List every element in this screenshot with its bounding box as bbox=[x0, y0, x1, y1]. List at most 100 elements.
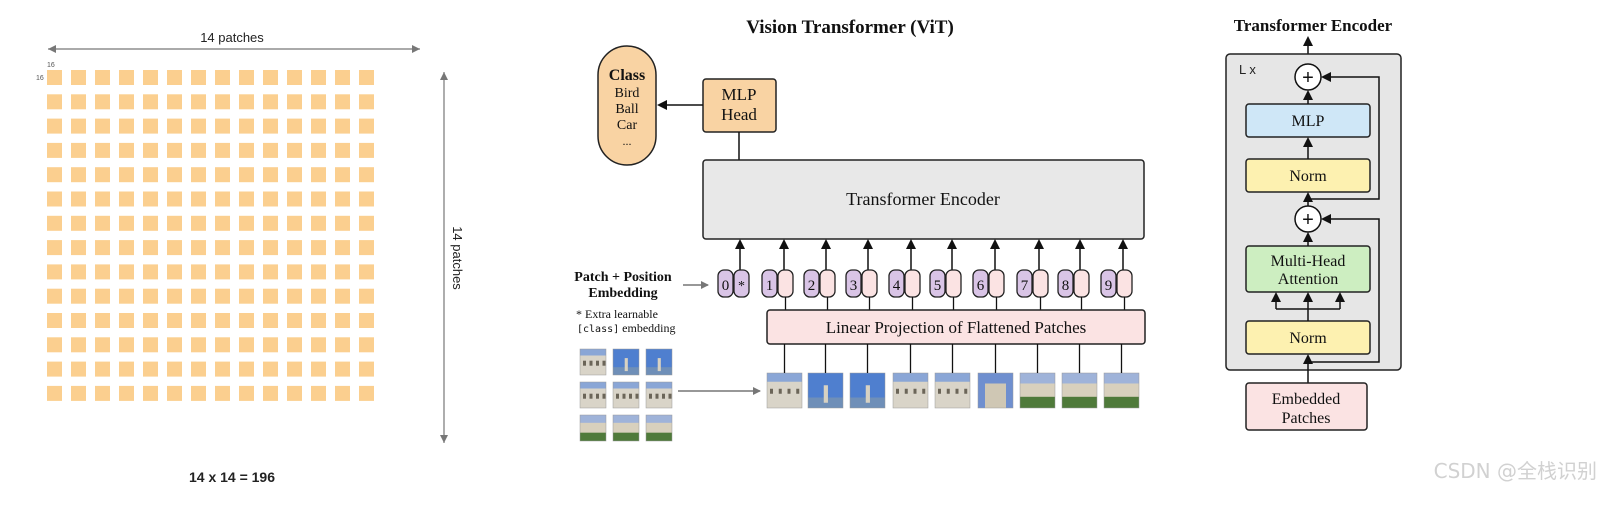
patch-cell bbox=[311, 70, 326, 85]
patch-cell bbox=[359, 313, 374, 328]
patch-cell bbox=[239, 385, 254, 401]
patch-cell bbox=[359, 385, 374, 401]
patch-cell bbox=[191, 313, 206, 328]
patch-cell bbox=[119, 94, 134, 110]
patch-cell bbox=[215, 264, 230, 280]
patch-cell bbox=[143, 240, 158, 256]
patch-cell bbox=[143, 191, 158, 207]
patch-cell bbox=[263, 337, 278, 353]
patch-cell bbox=[335, 70, 350, 85]
encoder-detail-diagram: Transformer Encoder L x + MLP Norm + Mul… bbox=[1225, 16, 1402, 431]
patch-cell bbox=[71, 118, 86, 134]
patch-cell bbox=[335, 361, 350, 377]
image-patch bbox=[612, 348, 640, 376]
patch-cell bbox=[359, 118, 374, 134]
patch-cell bbox=[95, 264, 110, 280]
patch-cell bbox=[71, 240, 86, 256]
mlp-head-line1: MLP bbox=[722, 85, 757, 104]
patch-cell bbox=[47, 215, 62, 231]
patch-cell bbox=[215, 361, 230, 377]
image-patch bbox=[977, 372, 1014, 409]
patch-cell bbox=[287, 288, 302, 304]
position-embedding-token bbox=[929, 269, 946, 298]
patch-cell bbox=[95, 142, 110, 158]
embedded-patches-line2: Patches bbox=[1282, 410, 1331, 427]
patch-cell bbox=[71, 264, 86, 280]
patch-cell bbox=[47, 337, 62, 353]
patch-cell bbox=[311, 337, 326, 353]
image-patch bbox=[849, 372, 886, 409]
patch-cell bbox=[335, 215, 350, 231]
patch-cell bbox=[143, 94, 158, 110]
patch-cell bbox=[47, 313, 62, 328]
patch-cell bbox=[167, 167, 182, 183]
patch-cell bbox=[119, 240, 134, 256]
patch-cell bbox=[95, 288, 110, 304]
mlp-head-line2: Head bbox=[721, 105, 757, 124]
patch-cell bbox=[287, 118, 302, 134]
patch-cell bbox=[263, 118, 278, 134]
patch-cell bbox=[263, 191, 278, 207]
patch-size-width-label: 16 bbox=[47, 62, 55, 69]
top-dimension-arrow-right bbox=[412, 45, 420, 53]
image-patch bbox=[766, 372, 803, 409]
patch-embedding-token bbox=[904, 269, 921, 298]
encoder-detail-title: Transformer Encoder bbox=[1234, 16, 1393, 35]
patch-cell bbox=[167, 215, 182, 231]
patch-cell bbox=[71, 361, 86, 377]
image-patch bbox=[645, 414, 673, 442]
patch-cell bbox=[47, 70, 62, 85]
patch-cell bbox=[311, 94, 326, 110]
patch-cell bbox=[263, 94, 278, 110]
patch-cell bbox=[143, 264, 158, 280]
top-dimension-arrow-left bbox=[48, 45, 56, 53]
patch-cell bbox=[71, 142, 86, 158]
patch-cell bbox=[143, 361, 158, 377]
class-item: Car bbox=[617, 118, 638, 133]
patch-cell bbox=[335, 313, 350, 328]
position-index: 6 bbox=[977, 278, 985, 294]
patch-cell bbox=[167, 191, 182, 207]
grid-caption: 14 x 14 = 196 bbox=[189, 469, 275, 485]
patch-cell bbox=[263, 313, 278, 328]
position-embedding-token bbox=[1057, 269, 1074, 298]
patch-cell bbox=[191, 385, 206, 401]
class-item: Ball bbox=[615, 102, 638, 117]
embedding-label-line2: Embedding bbox=[588, 286, 657, 301]
grid-top-label: 14 patches bbox=[200, 30, 264, 45]
patch-cell bbox=[95, 313, 110, 328]
norm-block-bottom-label: Norm bbox=[1289, 330, 1327, 347]
patch-cell bbox=[167, 94, 182, 110]
patch-cell bbox=[359, 361, 374, 377]
patch-cell bbox=[119, 313, 134, 328]
class-token bbox=[733, 269, 750, 298]
patch-size-height-label: 16 bbox=[36, 75, 44, 82]
patch-cell bbox=[287, 337, 302, 353]
patch-cell bbox=[95, 337, 110, 353]
patch-cell bbox=[71, 167, 86, 183]
flattened-patch-strip bbox=[766, 344, 1140, 409]
patch-cell bbox=[263, 215, 278, 231]
patch-cell bbox=[215, 118, 230, 134]
image-patch bbox=[1061, 372, 1098, 409]
patch-cell bbox=[119, 167, 134, 183]
patch-cell bbox=[287, 142, 302, 158]
patch-cell bbox=[287, 167, 302, 183]
patch-cell bbox=[263, 288, 278, 304]
position-index: 7 bbox=[1021, 278, 1029, 294]
patch-cell bbox=[287, 385, 302, 401]
patch-cell bbox=[239, 70, 254, 85]
patch-cell bbox=[239, 215, 254, 231]
patch-cell bbox=[263, 142, 278, 158]
patch-cell bbox=[335, 264, 350, 280]
patch-cell bbox=[47, 191, 62, 207]
patch-cell bbox=[47, 142, 62, 158]
patch-cell bbox=[71, 313, 86, 328]
patch-cell bbox=[311, 240, 326, 256]
patch-cell bbox=[95, 215, 110, 231]
patch-cell bbox=[239, 94, 254, 110]
image-patch bbox=[645, 381, 673, 409]
patch-embedding-token bbox=[1032, 269, 1049, 298]
patch-cell bbox=[143, 167, 158, 183]
